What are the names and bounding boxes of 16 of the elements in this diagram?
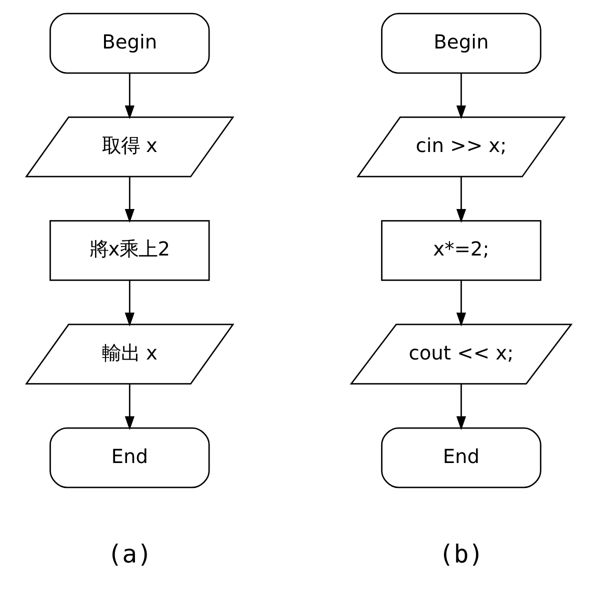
arrow bbox=[124, 384, 134, 430]
label: (a) bbox=[106, 540, 152, 569]
arrow bbox=[456, 73, 466, 120]
arrow bbox=[456, 176, 466, 223]
node-box: Begin bbox=[380, 12, 541, 74]
arrow bbox=[456, 280, 466, 326]
arrow bbox=[124, 176, 134, 223]
node-box: End bbox=[380, 427, 541, 488]
node-box: Begin bbox=[49, 12, 210, 74]
label: (b) bbox=[438, 540, 484, 569]
node-box: 將x乘上2 bbox=[49, 220, 210, 281]
node-box: x*=2; bbox=[380, 220, 541, 281]
arrow bbox=[456, 384, 466, 430]
arrow bbox=[124, 280, 134, 326]
arrow bbox=[124, 73, 134, 120]
node-box: End bbox=[49, 427, 210, 488]
